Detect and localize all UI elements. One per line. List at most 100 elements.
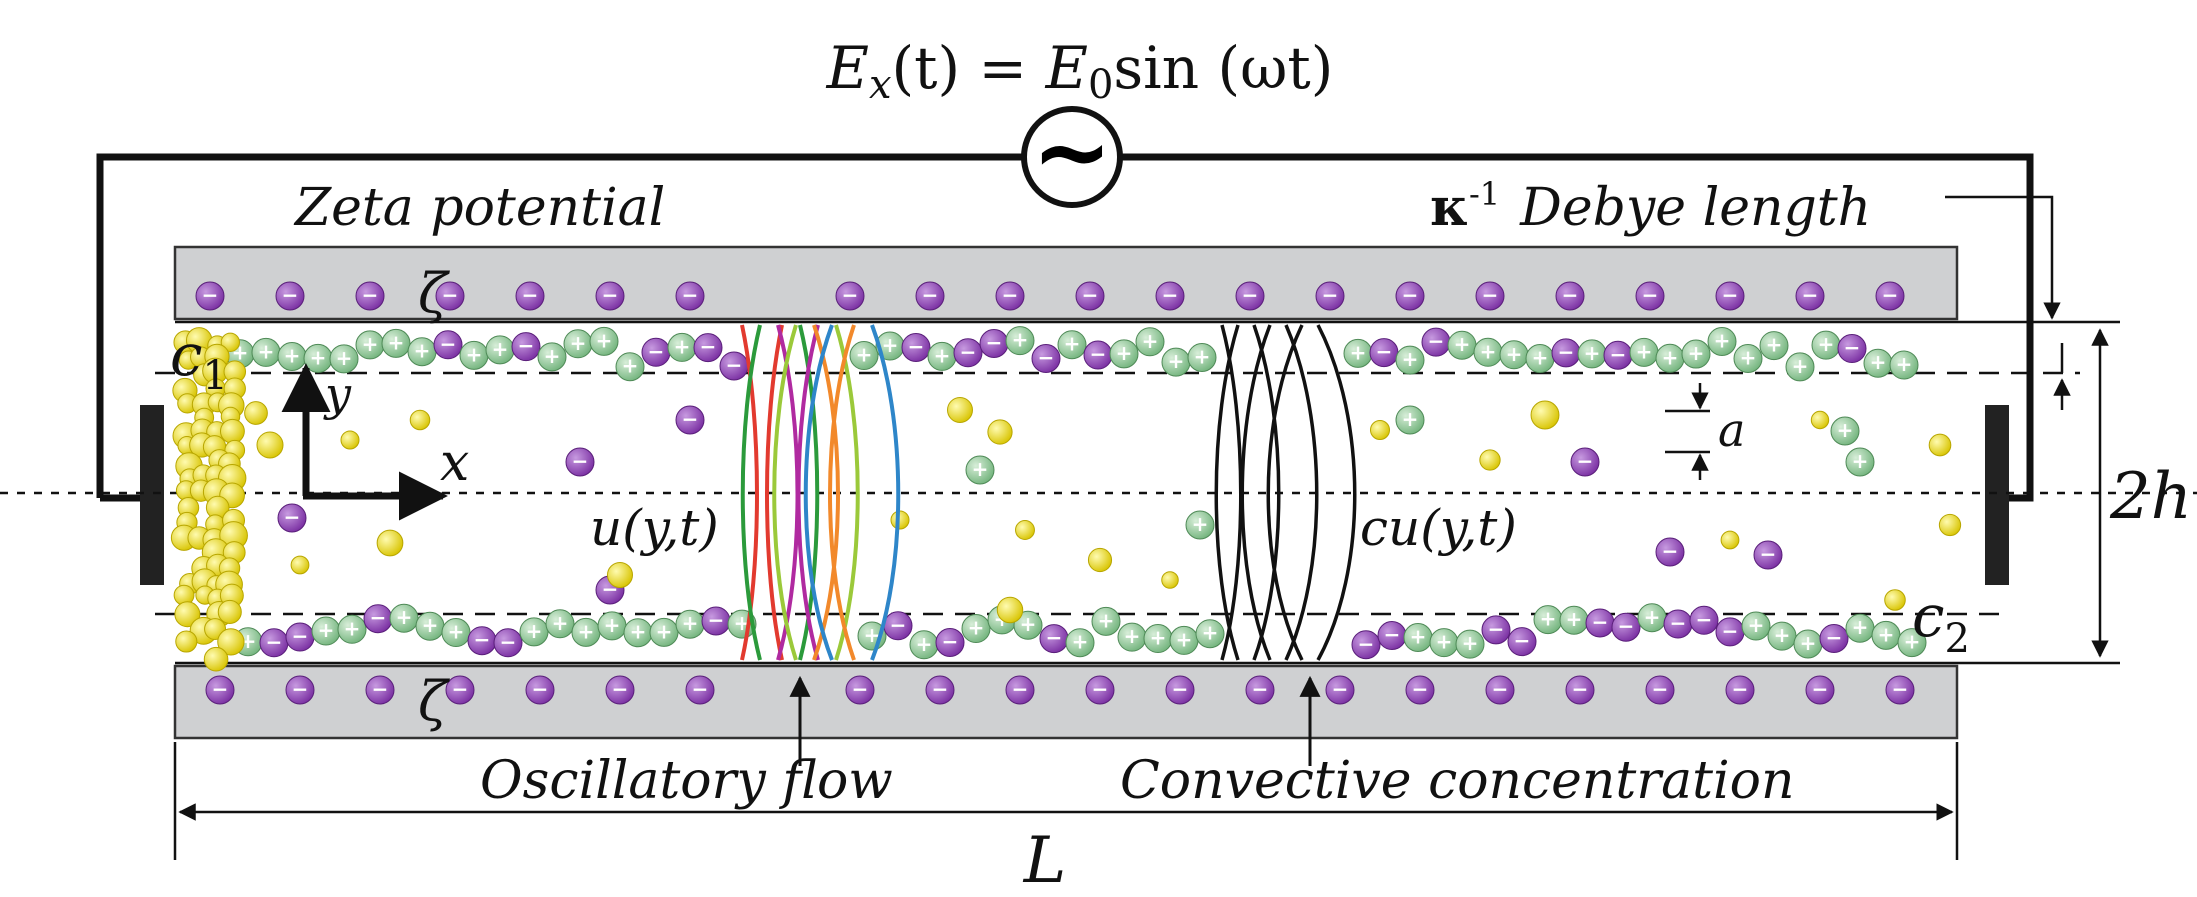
eq-rhs-rest: sin (ωt) [1113, 34, 1333, 102]
concentration-profile-curve [1316, 324, 1357, 661]
cation: + [1135, 327, 1165, 357]
svg-text:+: + [1194, 344, 1211, 368]
anion: − [979, 329, 1009, 359]
svg-text:+: + [466, 342, 483, 366]
anion: − [1155, 281, 1185, 311]
solute-particle [340, 430, 360, 450]
svg-text:+: + [1150, 626, 1167, 650]
svg-text:+: + [396, 605, 413, 629]
anion: − [285, 675, 315, 705]
cation: + [1343, 338, 1373, 368]
svg-text:+: + [1584, 341, 1601, 365]
anion: − [595, 281, 625, 311]
anion: − [1315, 281, 1345, 311]
svg-text:+: + [414, 339, 431, 363]
oscillatory-flow-label: Oscillatory flow [480, 751, 893, 811]
anion: − [445, 675, 475, 705]
svg-text:+: + [1116, 341, 1133, 365]
svg-text:+: + [1142, 329, 1159, 353]
solute-particle [1928, 433, 1952, 457]
flow-profile-curve [765, 324, 784, 661]
cation: + [1185, 510, 1215, 540]
flow-profile-curve [740, 324, 759, 661]
svg-text:−: − [602, 283, 619, 307]
solute-particle [890, 510, 910, 530]
c2-label: c2 [1912, 582, 1970, 662]
svg-text:−: − [1332, 677, 1349, 701]
anion: − [1565, 675, 1595, 705]
anion: − [925, 675, 955, 705]
svg-text:+: + [1792, 354, 1809, 378]
svg-text:−: − [452, 677, 469, 701]
svg-text:+: + [388, 330, 405, 354]
anion: − [363, 604, 393, 634]
cation: + [1161, 347, 1191, 377]
svg-text:+: + [344, 616, 361, 640]
svg-text:−: − [284, 505, 301, 529]
svg-text:+: + [630, 620, 647, 644]
solute-particle [409, 409, 431, 431]
cation: + [965, 455, 995, 485]
flow-profile-curve [803, 324, 834, 661]
svg-text:+: + [1480, 339, 1497, 363]
anion: − [1005, 675, 1035, 705]
anion: − [1715, 617, 1745, 647]
oscillatory-flow-profiles [740, 324, 901, 661]
flow-profile-curve [772, 324, 798, 661]
svg-text:+: + [1176, 627, 1193, 651]
zeta-top-symbol: ζ [418, 262, 450, 325]
svg-text:−: − [1844, 336, 1861, 360]
svg-text:−: − [500, 630, 517, 654]
c2-base: c [1912, 582, 1944, 650]
svg-text:−: − [282, 283, 299, 307]
anion: − [1875, 281, 1905, 311]
cation: + [1533, 605, 1563, 635]
svg-text:+: + [1740, 345, 1757, 369]
svg-text:+: + [544, 344, 561, 368]
cation: + [675, 609, 705, 639]
flow-profile-curve [828, 324, 856, 661]
svg-text:−: − [908, 334, 925, 358]
svg-text:−: − [1412, 677, 1429, 701]
flow-profile-curve [812, 324, 840, 661]
solute-particle [219, 418, 245, 444]
cation: + [355, 330, 385, 360]
svg-text:+: + [1098, 608, 1115, 632]
eq-rhs-sub: 0 [1088, 62, 1113, 108]
anion: − [935, 627, 965, 657]
cation: + [1871, 620, 1901, 650]
svg-text:+: + [1506, 342, 1523, 366]
circuit-wire-right [1122, 153, 2034, 502]
anion: − [1551, 338, 1581, 368]
cation: + [407, 337, 437, 367]
svg-text:−: − [1662, 539, 1679, 563]
anion: − [565, 447, 595, 477]
svg-text:−: − [1428, 329, 1445, 353]
svg-text:−: − [292, 677, 309, 701]
cation: + [1733, 343, 1763, 373]
svg-text:+: + [1714, 328, 1731, 352]
svg-text:+: + [1202, 621, 1219, 645]
anion: − [1805, 675, 1835, 705]
anion: − [1165, 675, 1195, 705]
solute-particle [1810, 410, 1830, 430]
eq-rhs: E [1045, 34, 1088, 102]
svg-text:−: − [1760, 542, 1777, 566]
cation: + [1845, 613, 1875, 643]
zeta-potential-label: Zeta potential [293, 178, 665, 238]
svg-text:−: − [1577, 449, 1594, 473]
svg-text:−: − [518, 334, 535, 358]
svg-text:+: + [258, 339, 275, 363]
svg-text:−: − [1252, 677, 1269, 701]
anion: − [701, 606, 731, 636]
anion: − [1031, 343, 1061, 373]
svg-text:−: − [1618, 614, 1635, 638]
svg-text:+: + [1566, 607, 1583, 631]
cation: + [1455, 629, 1485, 659]
svg-text:−: − [202, 283, 219, 307]
field-equation: Ex(t) = E0sin (ωt) [826, 34, 1334, 108]
cation: + [537, 342, 567, 372]
solute-particle [1938, 513, 1962, 537]
anion: − [1325, 675, 1355, 705]
